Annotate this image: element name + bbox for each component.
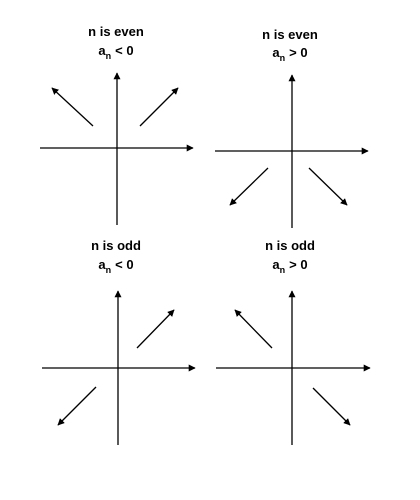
right-end-arrow-down — [308, 167, 348, 206]
coef-base: a — [272, 257, 280, 272]
panel-coefficient-label: an> 0 — [272, 45, 307, 63]
coef-subscript: n — [280, 53, 286, 63]
panel-condition-label: n is odd — [91, 238, 141, 253]
coef-base: a — [98, 43, 106, 58]
panel-condition-label: n is even — [88, 24, 144, 39]
coef-subscript: n — [106, 265, 112, 275]
panel-condition-label: n is even — [262, 27, 318, 42]
coef-relation: > 0 — [289, 257, 307, 272]
coef-relation: < 0 — [115, 257, 133, 272]
panel-condition-label: n is odd — [265, 238, 315, 253]
left-end-arrow-down — [229, 167, 269, 206]
panel-odd-positive: n is odd an> 0 — [216, 238, 371, 445]
left-end-arrow-down — [57, 386, 97, 426]
right-end-arrow-up — [136, 309, 175, 349]
panel-even-positive: n is even an> 0 — [215, 27, 369, 228]
coef-subscript: n — [280, 265, 286, 275]
coef-base: a — [272, 45, 280, 60]
right-end-arrow-down — [312, 387, 351, 426]
panel-even-negative: n is even an< 0 — [40, 24, 194, 225]
coef-base: a — [98, 257, 106, 272]
left-end-arrow-up — [234, 309, 273, 349]
panel-coefficient-label: an> 0 — [272, 257, 307, 275]
panel-odd-negative: n is odd an< 0 — [42, 238, 196, 445]
panel-coefficient-label: an< 0 — [98, 43, 133, 61]
coef-subscript: n — [106, 51, 112, 61]
right-end-arrow-up — [139, 87, 179, 127]
left-end-arrow-up — [51, 87, 94, 127]
coef-relation: < 0 — [115, 43, 133, 58]
coef-relation: > 0 — [289, 45, 307, 60]
panel-coefficient-label: an< 0 — [98, 257, 133, 275]
